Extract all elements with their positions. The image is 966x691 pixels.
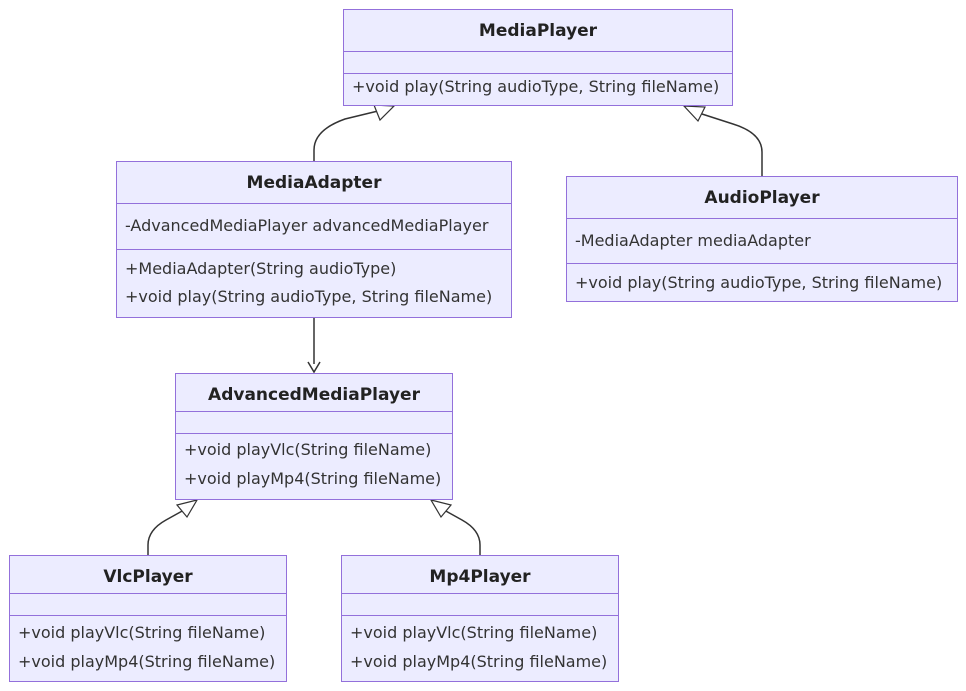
edge-audioplayer-to-mediaplayer bbox=[701, 113, 763, 176]
inheritance-arrowhead-icon bbox=[175, 499, 199, 519]
method: +void playVlc(String fileName) bbox=[184, 440, 432, 459]
methods-divider bbox=[342, 615, 618, 616]
method: +void playMp4(String fileName) bbox=[184, 469, 442, 488]
class-name: MediaAdapter bbox=[246, 173, 382, 193]
association-arrowhead-icon bbox=[307, 361, 321, 374]
inheritance-arrowhead-icon bbox=[373, 104, 396, 122]
method: +void play(String audioType, String file… bbox=[575, 273, 943, 292]
methods-divider bbox=[567, 263, 957, 264]
edge-vlcplayer-to-advancedmediaplayer bbox=[147, 509, 185, 555]
method: +void playMp4(String fileName) bbox=[350, 652, 608, 671]
edge-mediaadapter-to-mediaplayer bbox=[313, 110, 379, 161]
attributes-divider bbox=[344, 51, 732, 52]
class-audioplayer[interactable]: AudioPlayer -MediaAdapter mediaAdapter +… bbox=[566, 176, 958, 302]
attribute: -MediaAdapter mediaAdapter bbox=[575, 231, 811, 250]
method: +MediaAdapter(String audioType) bbox=[125, 259, 397, 278]
method: +void play(String audioType, String file… bbox=[125, 287, 493, 306]
edge-mp4player-to-advancedmediaplayer bbox=[443, 509, 481, 555]
attributes-divider bbox=[176, 411, 452, 412]
class-name: VlcPlayer bbox=[103, 567, 193, 587]
methods-divider bbox=[10, 615, 286, 616]
methods-divider bbox=[176, 433, 452, 434]
class-vlcplayer[interactable]: VlcPlayer +void playVlc(String fileName)… bbox=[9, 555, 287, 682]
attribute: -AdvancedMediaPlayer advancedMediaPlayer bbox=[125, 216, 489, 235]
class-mediaplayer[interactable]: MediaPlayer +void play(String audioType,… bbox=[343, 9, 733, 106]
method: +void playVlc(String fileName) bbox=[350, 623, 598, 642]
class-mp4player[interactable]: Mp4Player +void playVlc(String fileName)… bbox=[341, 555, 619, 682]
class-name: AudioPlayer bbox=[704, 188, 820, 208]
inheritance-arrowhead-icon bbox=[682, 105, 706, 123]
class-name: AdvancedMediaPlayer bbox=[208, 385, 420, 405]
inheritance-arrowhead-icon bbox=[429, 499, 453, 519]
class-advancedmediaplayer[interactable]: AdvancedMediaPlayer +void playVlc(String… bbox=[175, 373, 453, 500]
attributes-divider bbox=[10, 593, 286, 594]
method: +void playMp4(String fileName) bbox=[18, 652, 276, 671]
attributes-divider bbox=[567, 218, 957, 219]
attributes-divider bbox=[342, 593, 618, 594]
class-name: MediaPlayer bbox=[478, 21, 598, 41]
class-mediaadapter[interactable]: MediaAdapter -AdvancedMediaPlayer advanc… bbox=[116, 161, 512, 318]
method: +void play(String audioType, String file… bbox=[352, 77, 720, 96]
methods-divider bbox=[117, 249, 511, 250]
method: +void playVlc(String fileName) bbox=[18, 623, 266, 642]
attributes-divider bbox=[117, 203, 511, 204]
class-name: Mp4Player bbox=[429, 567, 531, 587]
methods-divider bbox=[344, 73, 732, 74]
